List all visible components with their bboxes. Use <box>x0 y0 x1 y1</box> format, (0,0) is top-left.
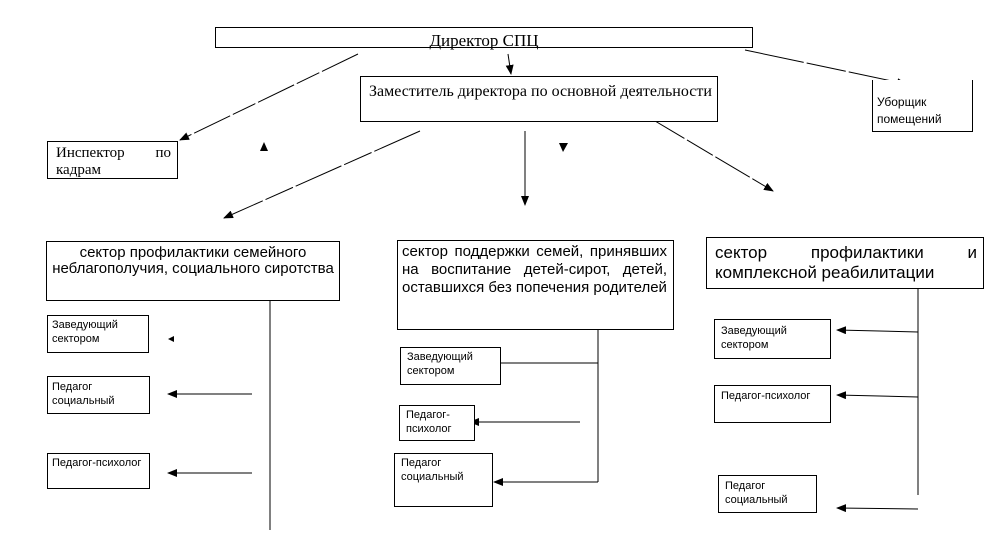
sector1-head-box: Заведующий сектором <box>47 315 149 353</box>
stray-arrowhead-1 <box>260 142 268 151</box>
sector-family-prevention-label: сектор профилактики семейного неблагопол… <box>52 244 334 277</box>
hr-inspector-box: Инспектор по кадрам <box>47 141 178 179</box>
sector1-psychologist-label: Педагог-психолог <box>52 457 142 469</box>
sector2-psychologist-label: Педагог-психолог <box>406 409 452 435</box>
sector-rehabilitation-label: сектор профилактики и комплексной реабил… <box>715 243 977 282</box>
sector3-psychologist-box: Педагог-психолог <box>714 385 831 423</box>
sector-family-prevention-box: сектор профилактики семейного неблагопол… <box>46 241 340 301</box>
hr-inspector-label: Инспектор по кадрам <box>56 145 171 178</box>
stray-arrowhead-3 <box>168 336 174 342</box>
arrow-s3-social <box>836 504 919 513</box>
director-label: Директор СПЦ <box>429 31 539 50</box>
sector3-head-box: Заведующий сектором <box>714 319 831 359</box>
sector1-head-label: Заведующий сектором <box>52 319 118 345</box>
arrow-director-inspector <box>179 53 359 141</box>
arrow-s3-head <box>836 326 919 335</box>
cleaner-label: Уборщик помещений <box>877 95 942 126</box>
arrow-deputy-sector1 <box>223 130 421 219</box>
sector1-social-pedagogue-box: Педагог социальный <box>47 376 150 414</box>
deputy-director-box: Заместитель директора по основной деятел… <box>360 76 718 122</box>
sector2-head-box: Заведующий сектором <box>400 347 501 385</box>
arrow-director-cleaner <box>744 49 907 87</box>
stray-arrowhead-2 <box>559 143 568 152</box>
sector-foster-support-box: сектор поддержки семей, принявших на вос… <box>397 240 674 330</box>
sector2-social-pedagogue-box: Педагог социальный <box>394 453 493 507</box>
sector2-psychologist-box: Педагог-психолог <box>399 405 475 441</box>
sector2-head-label: Заведующий сектором <box>407 351 473 377</box>
arrow-deputy-sector3 <box>649 117 774 192</box>
sector-rehabilitation-box: сектор профилактики и комплексной реабил… <box>706 237 984 289</box>
sector3-head-label: Заведующий сектором <box>721 325 787 351</box>
cleaner-box: Уборщик помещений <box>872 80 973 132</box>
sector1-social-pedagogue-label: Педагог социальный <box>52 381 115 407</box>
director-box: Директор СПЦ <box>215 27 753 50</box>
sector-foster-support-label: сектор поддержки семей, принявших на вос… <box>402 243 667 296</box>
sector2-social-pedagogue-label: Педагог социальный <box>401 457 464 483</box>
arrow-director-deputy <box>505 53 514 75</box>
sector3-social-pedagogue-box: Педагог социальный <box>718 475 817 513</box>
sector3-social-pedagogue-label: Педагог социальный <box>725 480 788 506</box>
deputy-director-label: Заместитель директора по основной деятел… <box>369 83 712 100</box>
sector3-psychologist-label: Педагог-психолог <box>721 390 811 402</box>
arrow-s3-psych <box>836 391 919 400</box>
sector1-psychologist-box: Педагог-психолог <box>47 453 150 489</box>
